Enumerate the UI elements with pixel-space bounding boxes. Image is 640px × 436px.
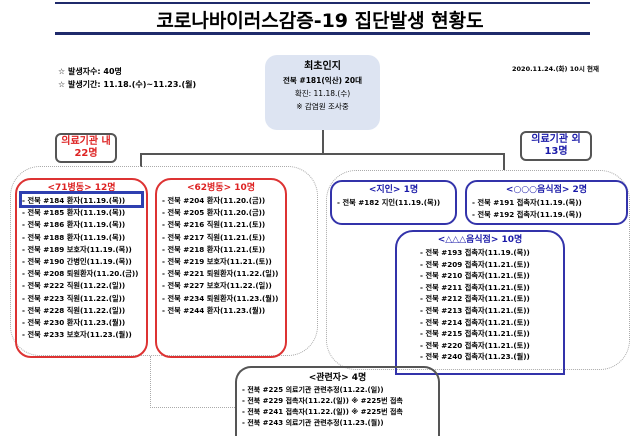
list-item: - 전북 #190 간병인(11.19.(목)) — [22, 257, 132, 267]
list-item: - 전북 #182 지인(11.19.(목)) — [337, 198, 441, 207]
list-item: - 전북 #189 보호자(11.19.(목)) — [22, 244, 132, 254]
restaurant2-box: <△△△음식점> 10명 - 전북 #193 접촉자(11.19.(목))- 전… — [395, 230, 565, 375]
ward62-header: <62병동> 10명 — [186, 183, 256, 193]
list-item: - 전북 #228 직원(11.22.(일)) — [22, 305, 126, 315]
ward71-box: <71병동> 12명 - 전북 #184 환자(11.19.(목))- 전북 #… — [15, 178, 148, 358]
list-item: - 전북 #188 환자(11.19.(목)) — [22, 232, 126, 242]
origin-note: ※ 감염원 조사중 — [296, 102, 349, 111]
list-item: - 전북 #193 접촉자(11.19.(목)) — [420, 248, 530, 257]
connector — [503, 153, 505, 170]
case-count: ☆ 발생자수: 40명 — [58, 67, 122, 76]
list-item: - 전북 #223 직원(11.22.(일)) — [22, 293, 126, 303]
restaurant2-header: <△△△음식점> 10명 — [437, 235, 523, 245]
origin-case: 전북 #181(익산) 20대 — [283, 76, 362, 85]
inside-label-count: 22명 — [74, 148, 98, 159]
origin-box: 최초인지 전북 #181(익산) 20대 확진: 11.18.(수) ※ 감염원… — [265, 55, 380, 130]
list-item: - 전북 #218 환자(11.21.(토)) — [162, 244, 266, 254]
list-item: - 전북 #243 의료기관 관련추정(11.23.(월)) — [242, 419, 384, 427]
related-list: - 전북 #225 의료기관 관련추정(11.22.(일)) - 전북 #229 … — [237, 385, 438, 429]
outside-label-title: 의료기관 외 — [531, 134, 581, 145]
list-item: - 전북 #211 접촉자(11.21.(토)) — [420, 282, 530, 292]
list-item: - 전북 #219 보호자(11.21.(토)) — [162, 257, 272, 267]
related-connector — [150, 356, 235, 408]
list-item: - 전북 #212 접촉자(11.21.(토)) — [420, 294, 530, 304]
list-item: - 전북 #234 퇴원환자(11.23.(월)) — [162, 293, 279, 303]
connector — [322, 130, 324, 154]
list-item: - 전북 #205 환자(11.20.(금)) — [162, 208, 266, 218]
list-item: - 전북 #192 접촉자(11.19.(목)) — [472, 210, 582, 220]
list-item: - 전북 #233 보호자(11.23.(월)) — [22, 330, 132, 340]
acquaintance-header: <지인> 1명 — [368, 185, 419, 195]
ward62-list: - 전북 #204 환자(11.20.(금)) - 전북 #205 환자(11.2… — [157, 195, 285, 317]
connector — [140, 153, 142, 167]
list-item: - 전북 #225 의료기관 관련추정(11.22.(일)) — [242, 386, 384, 394]
as-of-date: 2020.11.24.(화) 10시 현재 — [512, 65, 600, 73]
outside-label: 의료기관 외 13명 — [520, 131, 592, 161]
restaurant1-box: <○○○음식점> 2명 - 전북 #191 접촉자(11.19.(목))- 전북… — [465, 180, 628, 225]
origin-heading: 최초인지 — [304, 61, 341, 72]
related-header: <관련자> 4명 — [308, 373, 367, 383]
ward71-header: <71병동> 12명 — [47, 183, 116, 193]
restaurant1-list: - 전북 #191 접촉자(11.19.(목)) - 전북 #192 접촉자(11… — [467, 197, 626, 221]
list-item: - 전북 #217 직원(11.21.(토)) — [162, 232, 266, 242]
acquaintance-box: <지인> 1명 - 전북 #182 지인(11.19.(목)) — [330, 180, 457, 225]
list-item: - 전북 #214 접촉자(11.21.(토)) — [420, 317, 530, 327]
list-item: - 전북 #186 환자(11.19.(목)) — [22, 220, 126, 230]
ward62-box: <62병동> 10명 - 전북 #204 환자(11.20.(금))- 전북 #… — [155, 178, 287, 358]
list-item: - 전북 #204 환자(11.20.(금)) — [162, 196, 266, 205]
list-item: - 전북 #215 접촉자(11.21.(토)) — [420, 329, 530, 339]
title-bottom-rule — [55, 32, 590, 35]
list-item: - 전북 #227 보호자(11.22.(일)) — [162, 281, 272, 291]
connector — [140, 153, 504, 155]
origin-confirmed: 확진: 11.18.(수) — [294, 89, 351, 98]
summary: ☆ 발생자수: 40명 ☆ 발생기간: 11.18.(수)~11.23.(월) — [58, 65, 196, 91]
list-item: - 전북 #244 환자(11.23.(월)) — [162, 305, 266, 315]
highlight-box — [19, 191, 144, 208]
list-item: - 전북 #184 환자(11.19.(목)) — [22, 196, 126, 205]
list-item: - 전북 #240 접촉자(11.23.(월)) — [420, 352, 530, 362]
inside-label-title: 의료기관 내 — [61, 136, 111, 147]
list-item: - 전북 #230 환자(11.23.(월)) — [22, 318, 126, 328]
list-item: - 전북 #216 직원(11.21.(토)) — [162, 220, 266, 230]
list-item: - 전북 #191 접촉자(11.19.(목)) — [472, 198, 582, 207]
related-box: <관련자> 4명 - 전북 #225 의료기관 관련추정(11.22.(일))-… — [235, 366, 440, 436]
list-item: - 전북 #209 접촉자(11.21.(토)) — [420, 259, 530, 269]
list-item: - 전북 #213 접촉자(11.21.(토)) — [420, 305, 530, 315]
page-title: 코로나바이러스감증-19 집단발생 현황도 — [156, 10, 484, 32]
restaurant2-list: - 전북 #193 접촉자(11.19.(목)) - 전북 #209 접촉자(11… — [415, 247, 563, 363]
list-item: - 전북 #221 퇴원환자(11.22.(일)) — [162, 269, 279, 279]
list-item: - 전북 #222 직원(11.22.(일)) — [22, 281, 126, 291]
acquaintance-list: - 전북 #182 지인(11.19.(목)) — [332, 197, 455, 209]
inside-label: 의료기관 내 22명 — [55, 133, 117, 163]
list-item: - 전북 #185 환자(11.19.(목)) — [22, 208, 126, 218]
list-item: - 전북 #229 접촉자(11.22.(일)) ※ #225번 접촉 — [242, 397, 403, 405]
list-item: - 전북 #208 퇴원환자(11.20.(금)) — [22, 269, 139, 279]
list-item: - 전북 #220 접촉자(11.21.(토)) — [420, 340, 530, 350]
ward71-list: - 전북 #184 환자(11.19.(목)) - 전북 #185 환자(11.1… — [17, 195, 146, 341]
list-item: - 전북 #241 접촉자(11.22.(일)) ※ #225번 접촉 — [242, 408, 403, 416]
outside-label-count: 13명 — [544, 146, 568, 157]
outside-region — [326, 170, 630, 370]
period: ☆ 발생기간: 11.18.(수)~11.23.(월) — [58, 80, 197, 89]
restaurant1-header: <○○○음식점> 2명 — [505, 185, 588, 195]
title-top-rule — [55, 2, 590, 4]
list-item: - 전북 #210 접촉자(11.21.(토)) — [420, 271, 530, 281]
